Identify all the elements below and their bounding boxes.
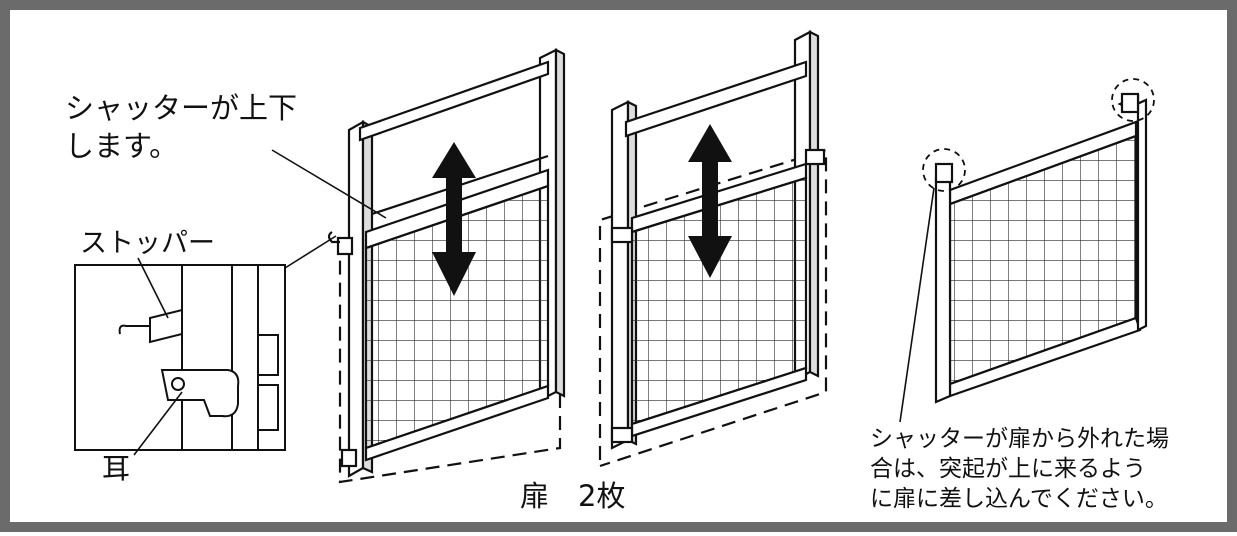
note-line1: シャッターが扉から外れた場 (870, 426, 1169, 452)
label-shutter-line1: シャッターが上下 (65, 91, 297, 125)
middle-gate (598, 30, 828, 468)
leader-note (899, 187, 935, 423)
middle-gate-top-bar (624, 60, 808, 138)
leader-ear (133, 391, 183, 456)
middle-gate-post-left (610, 100, 630, 450)
middle-gate-double-arrow-icon (688, 124, 732, 278)
middle-gate-ear-right (804, 148, 826, 166)
leader-shutter (271, 149, 387, 219)
left-gate-post-left (347, 120, 365, 478)
detached-shutter (934, 92, 1148, 404)
middle-shutter-dashed-outline (598, 148, 828, 468)
middle-gate-ear-left (610, 226, 634, 244)
left-gate-ear-bottom (340, 448, 358, 468)
label-ear: 耳 (102, 452, 130, 485)
left-shutter-dashed-outline (338, 152, 562, 484)
note-line2: 合は、突起が上に来るよう (870, 456, 1146, 482)
detached-shutter-protrusion-left (934, 162, 954, 184)
label-shutter-line2: します。 (65, 129, 178, 163)
left-gate-double-arrow-icon (432, 142, 476, 296)
left-gate-top-bar (358, 60, 550, 142)
inset-connector (284, 235, 337, 269)
protrusion-highlight-right (1111, 78, 1155, 122)
note-line3: に扉に差し込んでください。 (870, 486, 1168, 512)
detached-shutter-protrusion-right (1120, 92, 1140, 114)
label-stopper: ストッパー (80, 228, 215, 259)
leader-stopper (137, 257, 169, 319)
inset-frame (74, 264, 286, 451)
middle-gate-ear-bottom (610, 426, 634, 444)
stopper-part (149, 308, 183, 344)
left-gate-ear-top (336, 236, 354, 256)
inset-detail (74, 264, 286, 451)
protrusion-highlight-left (922, 148, 966, 192)
caption-doors: 扉 2枚 (520, 479, 625, 513)
